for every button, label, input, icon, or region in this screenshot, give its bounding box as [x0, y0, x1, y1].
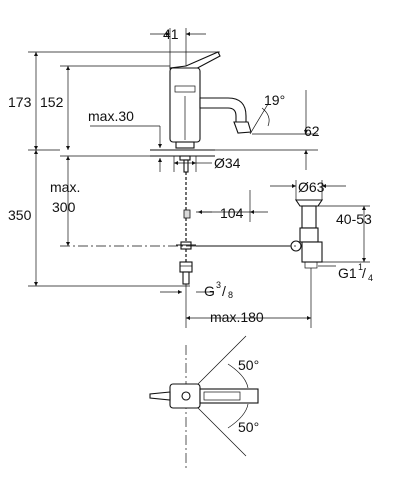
dim-max-mount: max.30 [88, 108, 134, 124]
dim-max-180: max.180 [210, 309, 264, 325]
thread-g38-sup: 3 [216, 280, 221, 290]
plan-angle-lower: 50° [238, 419, 259, 435]
dim-max300-line2: 300 [52, 199, 76, 215]
dim-angle: 19° [264, 92, 285, 108]
thread-g1-label: G1 1 / 4 [338, 262, 373, 283]
dim-height-350: 350 [8, 207, 32, 223]
dim-diameter-waste: Ø63 [298, 179, 325, 195]
thread-g38-sub: 8 [228, 290, 233, 300]
thread-g1-main: G1 [338, 265, 357, 281]
thread-g1-sub: 4 [368, 273, 373, 283]
thread-g38-slash: / [222, 283, 226, 299]
dim-top-width: 41 [163, 26, 179, 42]
dim-range-waste: 40-53 [336, 211, 372, 227]
thread-g38-main: G [204, 283, 215, 299]
plan-angle-upper: 50° [238, 357, 259, 373]
dim-height-total: 173 [8, 94, 32, 110]
thread-g1-slash: / [362, 265, 366, 281]
thread-g38-label: G 3 / 8 [204, 280, 233, 300]
dim-height-spout: 152 [40, 94, 64, 110]
dim-reach: 62 [304, 123, 320, 139]
plan-view [149, 335, 259, 468]
dimension-lines [28, 28, 370, 328]
dim-diameter-base: Ø34 [214, 155, 241, 171]
dim-104: 104 [220, 205, 244, 221]
waste-assembly [290, 199, 324, 269]
thread-g1-sup: 1 [358, 262, 363, 272]
dim-max300-line1: max. [50, 179, 80, 195]
